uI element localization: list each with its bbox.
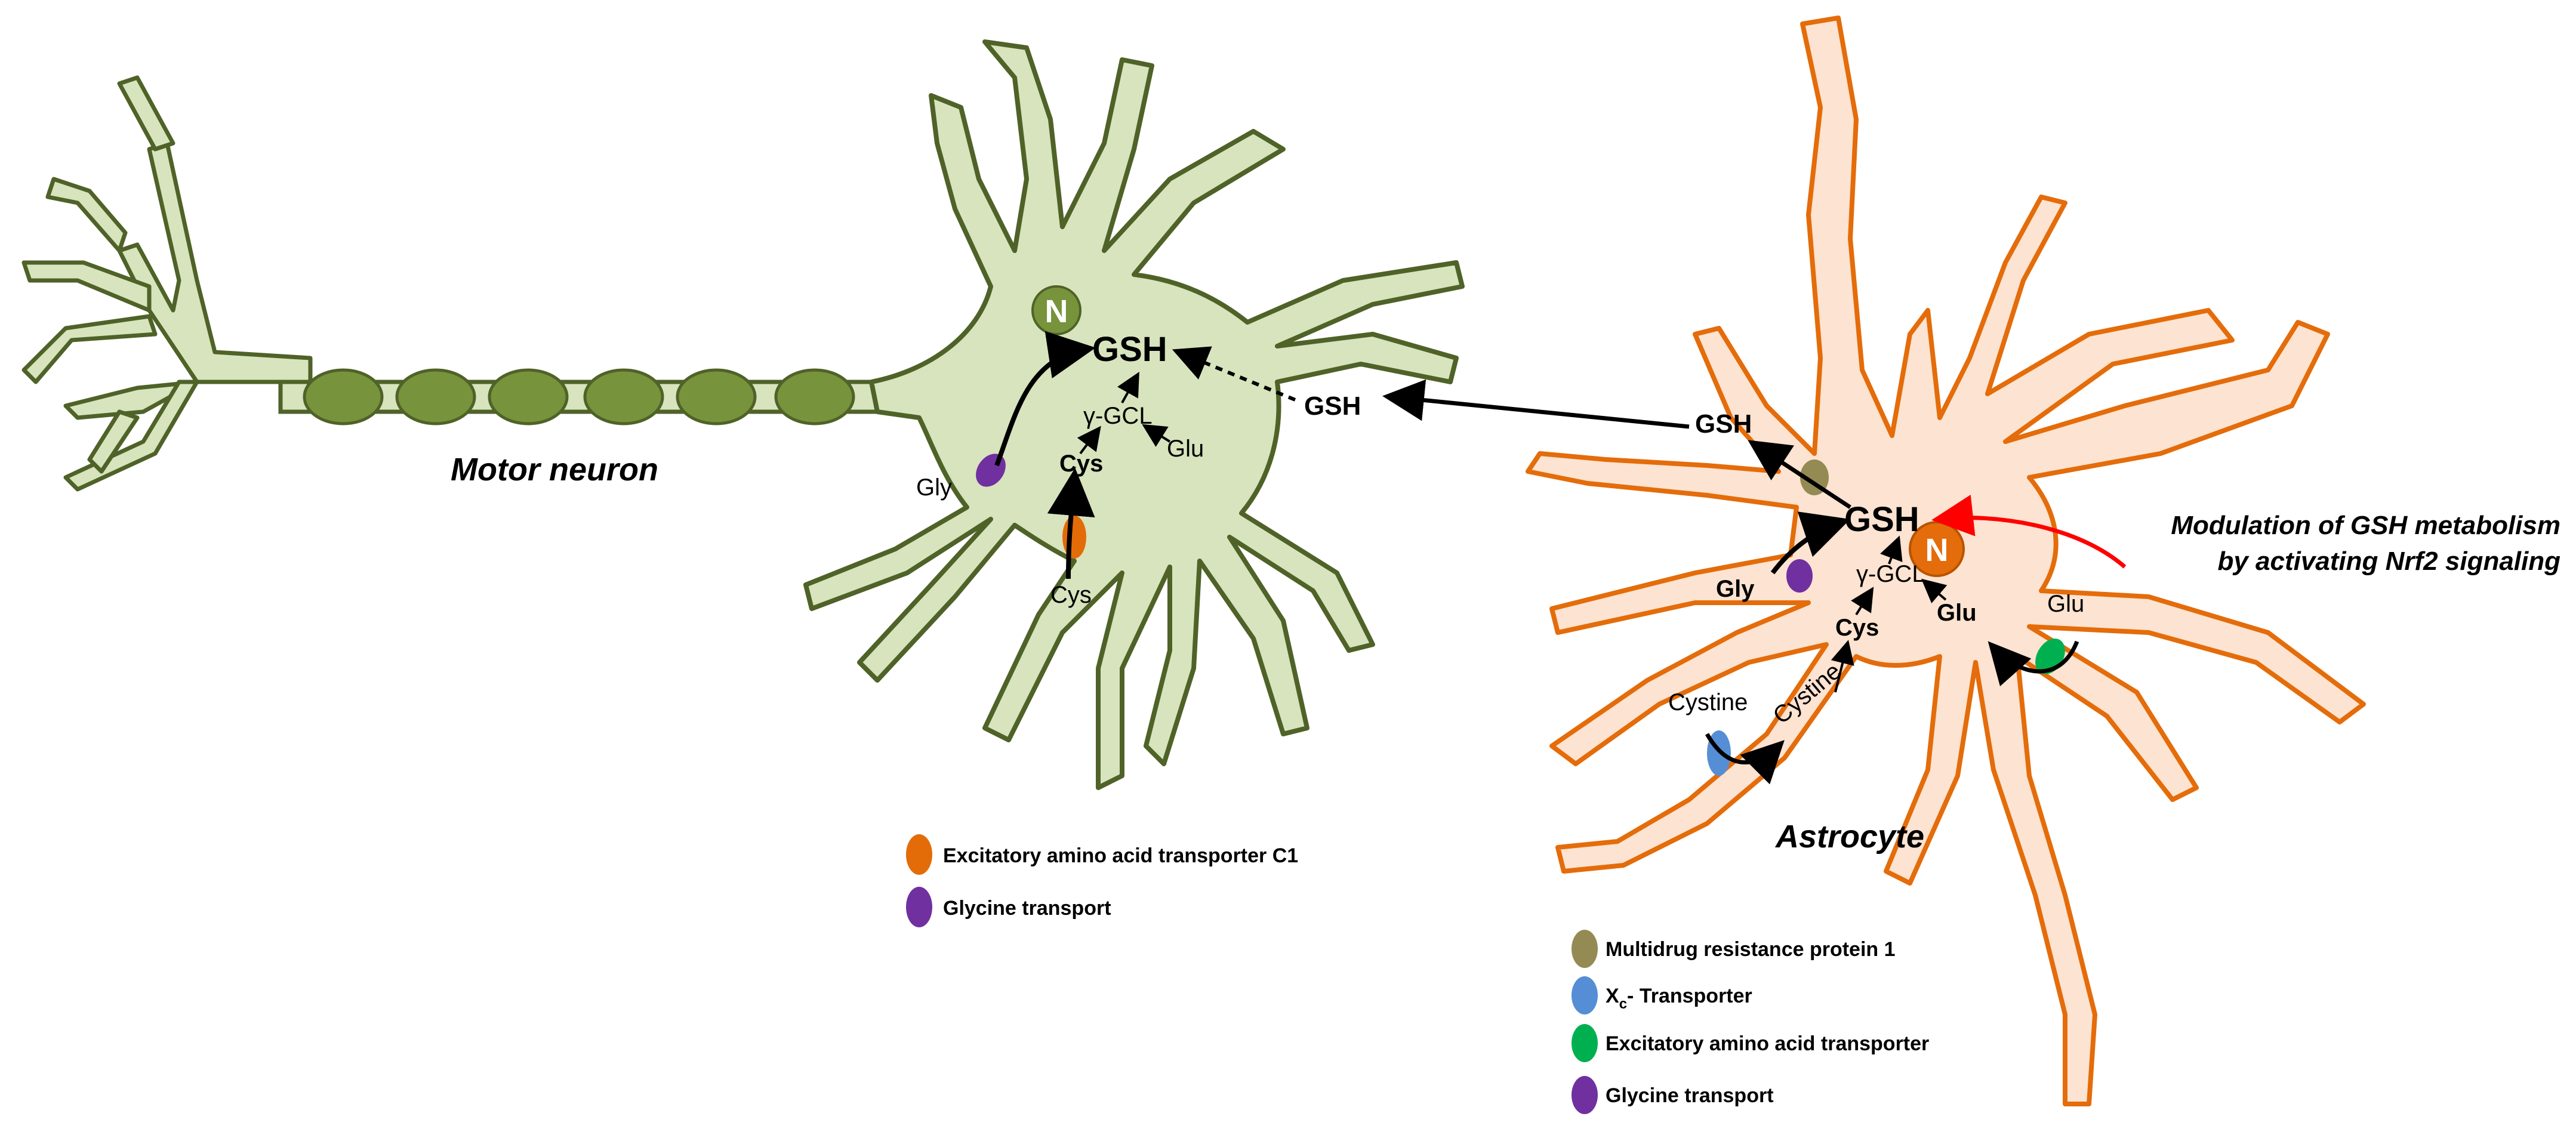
motor-neuron-title: Motor neuron bbox=[451, 452, 658, 488]
astro-gsh-out: GSH bbox=[1695, 409, 1752, 439]
legend-astrocyte: Multidrug resistance protein 1 Xc- Trans… bbox=[1572, 930, 1929, 1114]
legend-item-eaac1: Excitatory amino acid transporter C1 bbox=[906, 834, 1298, 875]
legend-swatch-glycine bbox=[906, 887, 932, 927]
modulation-note-line1: Modulation of GSH metabolism bbox=[2171, 511, 2560, 540]
astro-glycine-transporter bbox=[1786, 559, 1813, 593]
arrow-glu-to-gcl bbox=[1142, 424, 1171, 447]
astro-glu: Glu bbox=[1937, 600, 1977, 626]
modulation-arrow bbox=[1931, 495, 2127, 569]
astrocyte-title: Astrocyte bbox=[1774, 819, 1924, 855]
neuron-arrows bbox=[994, 331, 1296, 579]
legend-item-xc: Xc- Transporter bbox=[1572, 976, 1752, 1014]
astro-cys: Cys bbox=[1835, 615, 1879, 641]
axon-terminal bbox=[21, 75, 313, 492]
neuron-gly: Gly bbox=[916, 474, 952, 501]
neuron-soma bbox=[803, 39, 1465, 790]
astrocyte: N Astrocyte GSH GSH γ-GCL Cys Glu Gly Gl… bbox=[1382, 16, 2366, 1106]
astro-gcl: γ-GCL bbox=[1856, 561, 1925, 587]
legend-swatch-xc bbox=[1572, 976, 1598, 1014]
legend-label-astro-glycine: Glycine transport bbox=[1606, 1084, 1774, 1107]
astro-gly: Gly bbox=[1716, 576, 1755, 602]
neuron-glu: Glu bbox=[1167, 436, 1204, 462]
legend-item-eaat: Excitatory amino acid transporter bbox=[1572, 1024, 1929, 1062]
modulation-note-line2: by activating Nrf2 signaling bbox=[2217, 547, 2560, 576]
arrow-glu-in bbox=[1988, 640, 2079, 687]
neuron-gsh-extracellular: GSH bbox=[1304, 391, 1361, 421]
legend-label-xc: Xc- Transporter bbox=[1606, 985, 1752, 1012]
legend-item-glycine: Glycine transport bbox=[906, 887, 1111, 927]
myelin-sheath bbox=[303, 368, 855, 425]
legend-swatch-mrp1 bbox=[1572, 930, 1598, 968]
myelin-segment bbox=[395, 368, 476, 425]
legend-label-glycine: Glycine transport bbox=[943, 897, 1111, 920]
arrow-cystine-to-cys bbox=[1831, 640, 1854, 693]
arrow-astro-gsh-export bbox=[1748, 440, 1851, 509]
astro-gsh: GSH bbox=[1844, 500, 1919, 539]
legend-item-mrp1: Multidrug resistance protein 1 bbox=[1572, 930, 1896, 968]
myelin-segment bbox=[488, 368, 569, 425]
legend-item-astro-glycine: Glycine transport bbox=[1572, 1076, 1774, 1114]
astrocyte-arrows bbox=[1382, 379, 2079, 785]
arrow-gsh-to-neuron bbox=[1382, 379, 1690, 429]
myelin-segment bbox=[774, 368, 855, 425]
legend-swatch-eaat bbox=[1572, 1024, 1598, 1062]
astro-glu-extracellular: Glu bbox=[2047, 591, 2084, 617]
motor-neuron: N Motor neuron GSH γ-GCL Cys Glu Gly Cys… bbox=[21, 39, 1465, 790]
legend-swatch-eaac1 bbox=[906, 834, 932, 875]
neuron-cys: Cys bbox=[1059, 451, 1103, 477]
myelin-segment bbox=[583, 368, 664, 425]
neuron-nucleus-label: N bbox=[1045, 294, 1068, 329]
astrocyte-nucleus-label: N bbox=[1925, 532, 1949, 568]
legend-label-mrp1: Multidrug resistance protein 1 bbox=[1606, 938, 1896, 961]
arrow-astro-glu-to-gcl bbox=[1921, 578, 1948, 604]
arrow-cys-in bbox=[1047, 468, 1095, 579]
neuron-cys-extracellular: Cys bbox=[1050, 582, 1092, 608]
arrow-cystine-in bbox=[1705, 733, 1785, 785]
arrow-cys-to-gcl bbox=[1077, 425, 1101, 455]
legend-label-xc-main: X bbox=[1606, 985, 1619, 1007]
legend-label-eaac1: Excitatory amino acid transporter C1 bbox=[943, 844, 1298, 867]
neuron-gcl: γ-GCL bbox=[1083, 403, 1153, 429]
neuron-gsh: GSH bbox=[1092, 330, 1167, 369]
legend-swatch-astro-glycine bbox=[1572, 1076, 1598, 1114]
astro-cystine-extracellular: Cystine bbox=[1668, 689, 1748, 716]
legend-label-xc-sub: c bbox=[1619, 996, 1627, 1012]
myelin-segment bbox=[303, 368, 384, 425]
legend-neuron: Excitatory amino acid transporter C1 Gly… bbox=[906, 834, 1298, 927]
neuron-eaac1-transporter bbox=[1062, 516, 1086, 559]
arrow-astro-cys-to-gcl bbox=[1851, 587, 1874, 616]
arrow-gly-to-gsh bbox=[994, 331, 1096, 467]
arrow-gcl-to-gsh bbox=[1117, 372, 1139, 403]
arrow-astro-gly-to-gsh bbox=[1770, 511, 1851, 575]
legend-label-xc-rest: - Transporter bbox=[1627, 985, 1752, 1007]
myelin-segment bbox=[676, 368, 757, 425]
arrow-astro-gcl-to-gsh bbox=[1880, 535, 1903, 565]
legend-label-eaat: Excitatory amino acid transporter bbox=[1606, 1032, 1929, 1055]
